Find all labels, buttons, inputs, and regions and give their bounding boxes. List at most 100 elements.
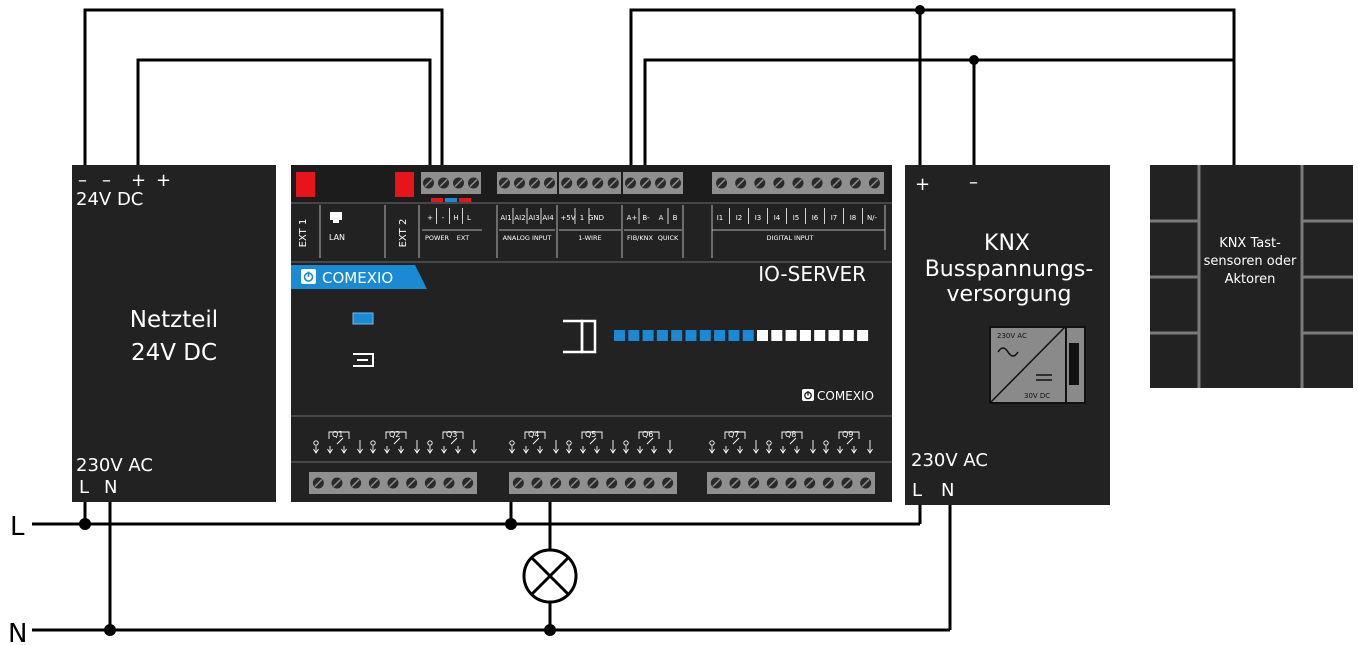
psu-24v-module: – – + + 24V DC Netzteil 24V DC 230V AC L… <box>72 165 276 502</box>
pin-label: I8 <box>850 214 857 222</box>
junction-dots-top <box>915 5 979 65</box>
relay-output-q7: Q7 <box>709 430 759 454</box>
output-label: Q5 <box>585 430 596 439</box>
led-segment <box>742 330 754 341</box>
line-N-label: N <box>8 619 27 645</box>
relay-output-q5: Q5 <box>566 430 616 454</box>
psu-terminal-4: + <box>156 170 171 191</box>
led-segment <box>656 330 668 341</box>
led-segment <box>785 330 797 341</box>
knx-sensor-module: KNX Tast- sensoren oder Aktoren <box>1150 165 1353 388</box>
pin-label: B <box>673 214 678 222</box>
terminal-block-q7-q9 <box>707 472 875 494</box>
led-segment <box>757 330 768 341</box>
pin-group-label: POWER <box>425 234 450 242</box>
brand-bar <box>291 265 427 289</box>
pin-label: AI4 <box>542 214 554 222</box>
relay-output-q2: Q2 <box>370 430 420 454</box>
pin-group-label: DIGITAL INPUT <box>767 234 814 242</box>
brand-name: COMEXIO <box>322 269 393 287</box>
terminal-block-digital <box>712 172 884 194</box>
led-segment <box>828 330 840 341</box>
ext2-label: EXT 2 <box>398 219 409 248</box>
knx-sensor-title-1: KNX Tast- <box>1219 236 1281 251</box>
status-led <box>352 312 374 325</box>
pin-label: A <box>659 214 664 222</box>
knx-sensor-title-2: sensoren oder <box>1204 254 1297 269</box>
terminal-block-1wire <box>559 172 621 194</box>
pin-group-label: FIB/KNX <box>627 234 653 242</box>
mains-wiring <box>32 495 952 632</box>
brand-name-small: COMEXIO <box>817 389 874 403</box>
dc-wiring <box>83 8 1236 172</box>
knx-sensor-title-3: Aktoren <box>1225 272 1276 287</box>
knx-psu-title-3: versorgung <box>947 282 1072 307</box>
led-segment <box>614 330 625 341</box>
pin-group-label: 1-WIRE <box>578 234 601 242</box>
psu-title-1: Netzteil <box>130 307 218 333</box>
psu-terminal-L: L <box>79 477 89 498</box>
knx-psu-title-2: Busspannungs- <box>925 257 1094 282</box>
junction-dots-mains <box>79 518 556 636</box>
knx-psu-bottom-voltage: 230V AC <box>911 450 988 471</box>
output-label: Q3 <box>446 430 457 439</box>
psu-terminal-3: + <box>131 170 146 191</box>
led-segment <box>814 330 826 341</box>
led-segment <box>714 330 726 341</box>
terminal-block-power <box>421 172 481 194</box>
lan-label: LAN <box>329 233 345 242</box>
psu-terminal-2: – <box>102 170 111 191</box>
knx-psu-minus: – <box>969 172 978 193</box>
relay-output-q8: Q8 <box>766 430 816 454</box>
led-bar <box>614 330 869 341</box>
knx-psu-terminal-L: L <box>912 480 922 501</box>
relay-output-q4: Q4 <box>509 430 559 454</box>
ext1-indicator <box>296 172 315 197</box>
pin-label: B- <box>642 214 650 222</box>
lamp-icon <box>522 548 578 604</box>
usb-icon <box>353 353 374 367</box>
psu-terminal-N: N <box>104 477 117 498</box>
pin-label: AI3 <box>528 214 539 222</box>
output-label: Q4 <box>528 430 539 439</box>
led-segment <box>671 330 683 341</box>
terminal-block-q4-q6 <box>509 472 677 494</box>
ext2-indicator <box>395 172 414 197</box>
knx-psu-plus: + <box>915 174 930 195</box>
pin-label: I5 <box>793 214 800 222</box>
pin-label: I6 <box>812 214 819 222</box>
relay-output-q1: Q1 <box>313 430 363 454</box>
pin-label: L <box>467 214 471 222</box>
psu-terminal-1: – <box>78 170 87 191</box>
pin-label: + <box>427 214 433 222</box>
pin-label: AI2 <box>514 214 525 222</box>
relay-output-q6: Q6 <box>623 430 673 454</box>
knx-psu-terminal-N: N <box>941 480 954 501</box>
pin-label: H <box>453 214 458 222</box>
pin-label: +5V <box>560 214 575 222</box>
pin-label: - <box>442 214 445 222</box>
port-labels: EXT 1 LAN EXT 2 <box>298 212 409 247</box>
output-label: Q1 <box>332 430 343 439</box>
output-label: Q7 <box>728 430 739 439</box>
relay-output-q3: Q3 <box>427 430 477 454</box>
pin-label: AI1 <box>500 214 511 222</box>
terminal-block-fib-quick <box>623 172 683 194</box>
led-segment <box>685 330 697 341</box>
knx-psu-title-1: KNX <box>984 231 1030 256</box>
psu-top-voltage: 24V DC <box>76 189 143 210</box>
pin-group-label: ANALOG INPUT <box>503 234 552 242</box>
line-L-label: L <box>10 512 25 542</box>
pin-label: I3 <box>755 214 762 222</box>
led-segment <box>771 330 783 341</box>
symbol-dc-label: 30V DC <box>1024 392 1050 400</box>
led-segment <box>642 330 654 341</box>
led-segment <box>628 330 640 341</box>
pin-label: 1 <box>580 214 584 222</box>
led-segment <box>799 330 811 341</box>
psu-bottom-voltage: 230V AC <box>76 455 153 476</box>
